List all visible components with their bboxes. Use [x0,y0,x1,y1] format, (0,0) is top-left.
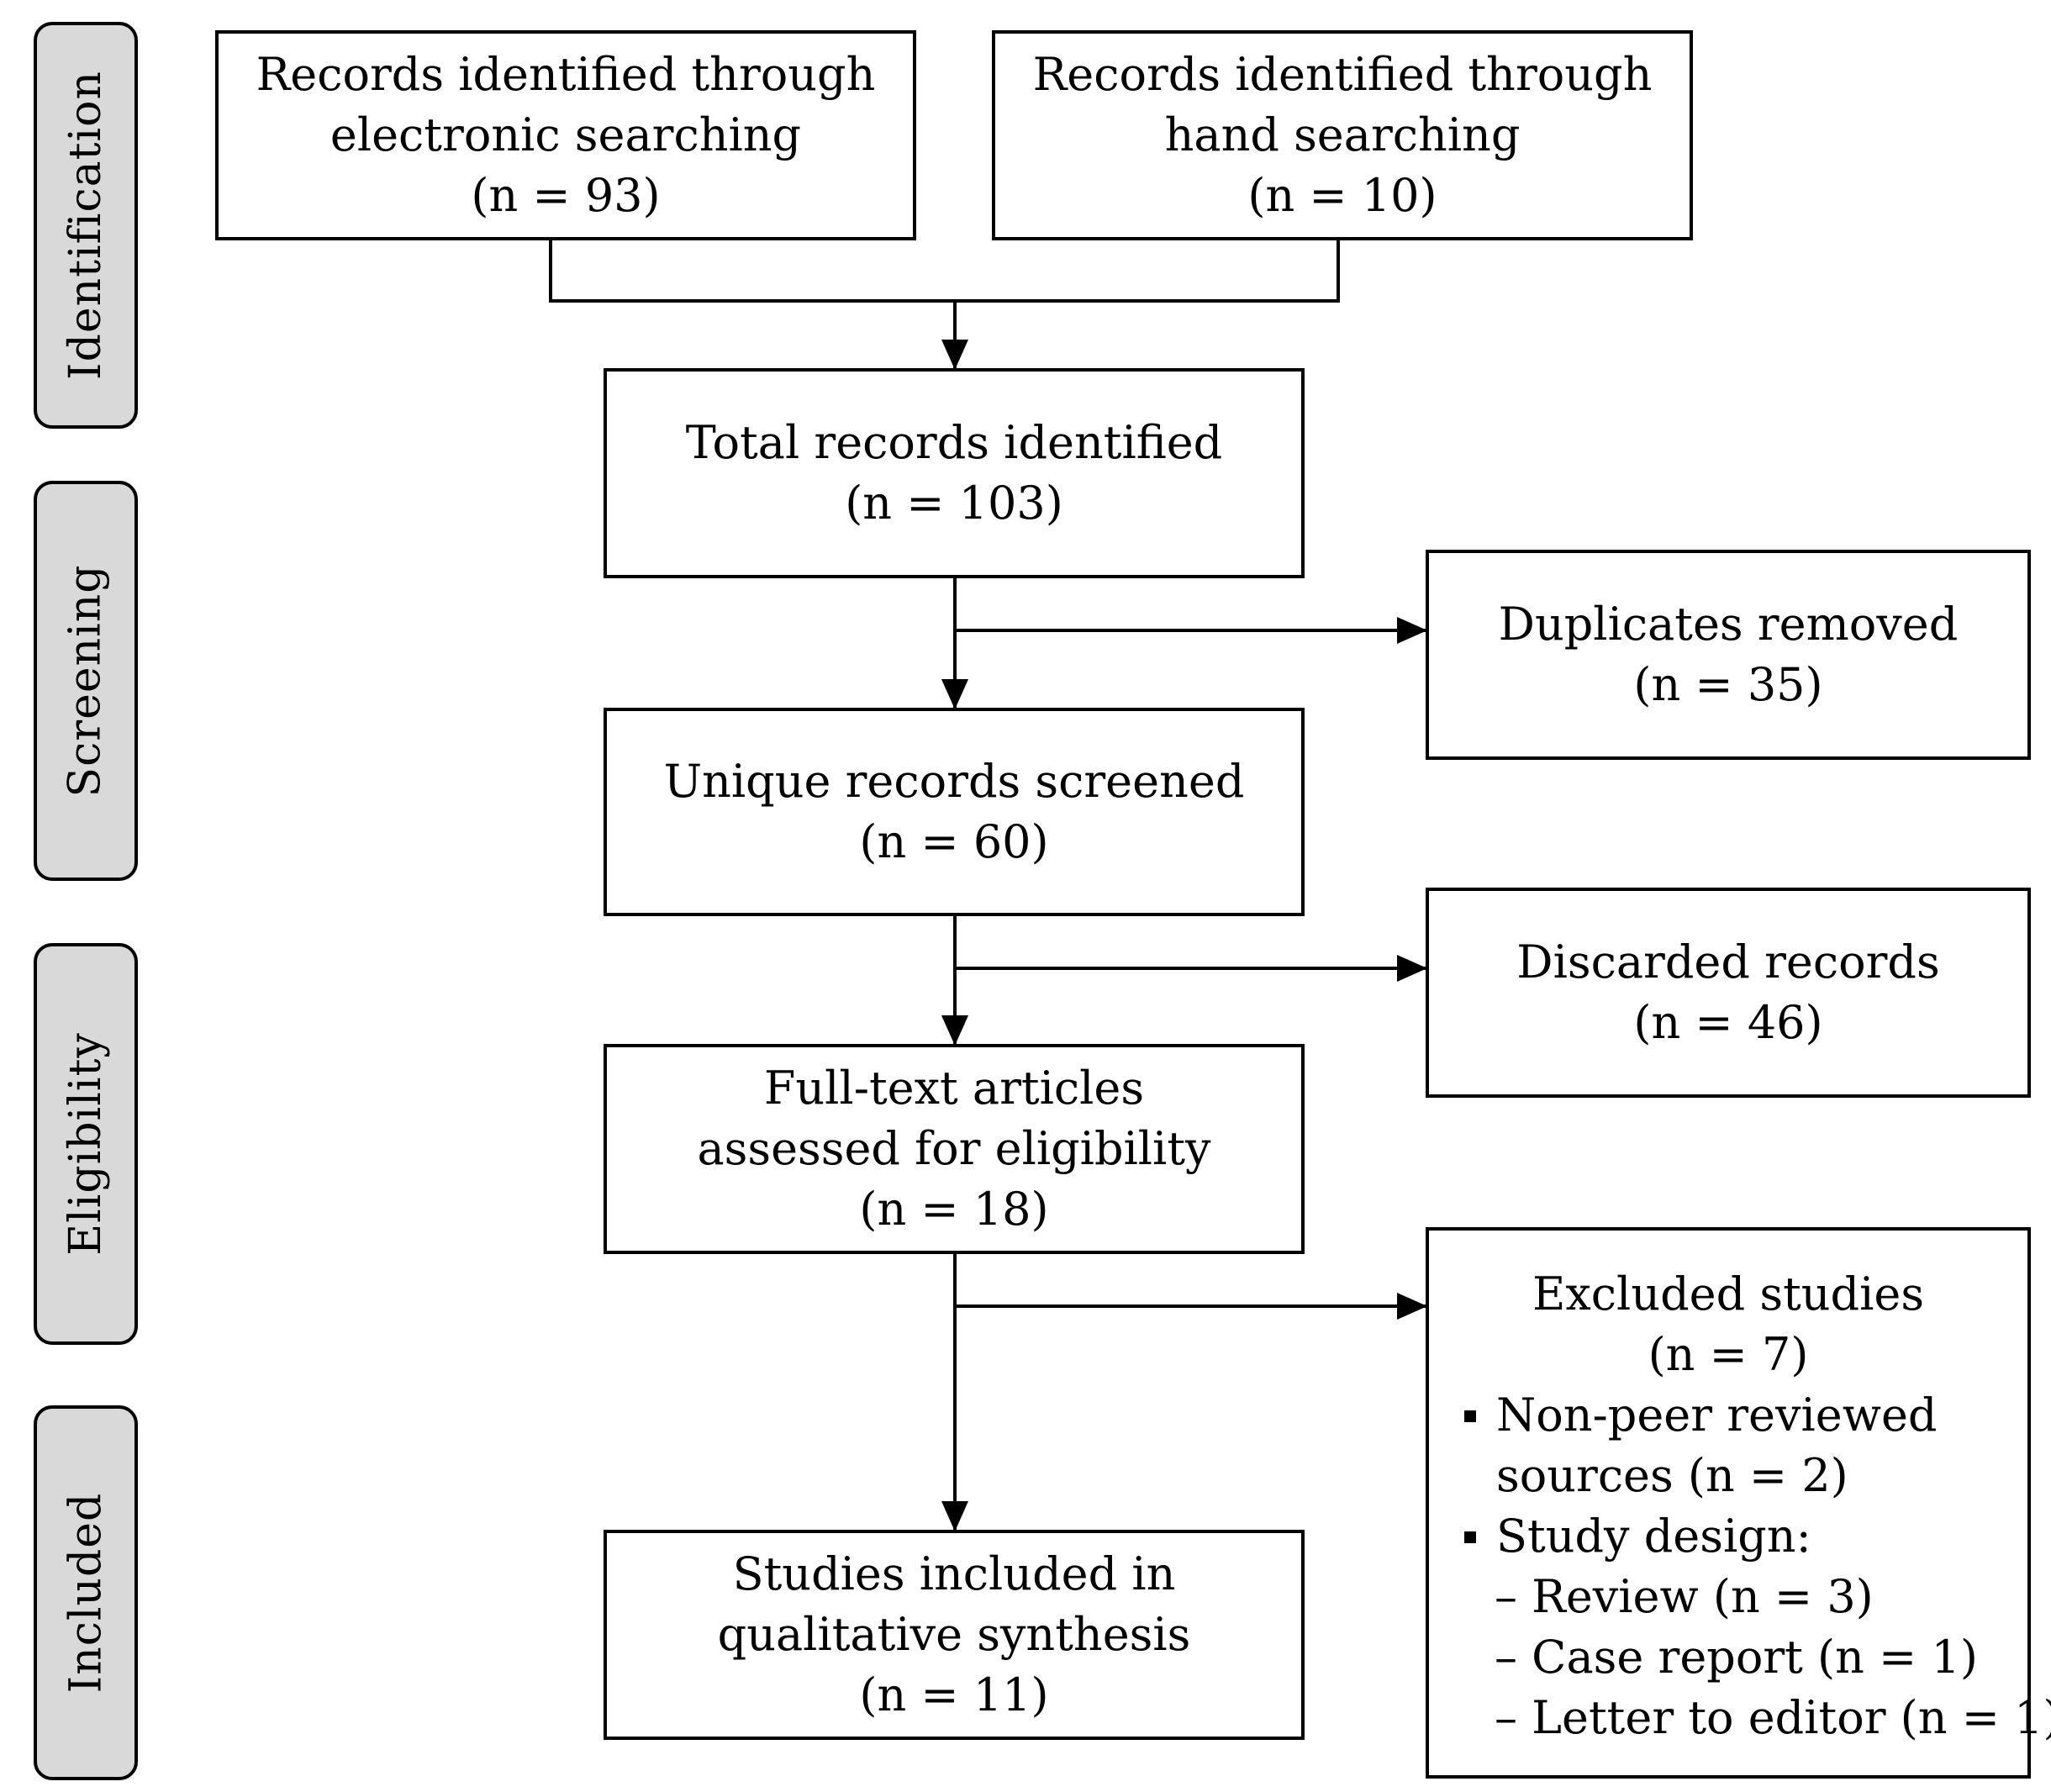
box-line: Records identified through [256,48,876,101]
box-count: (n = 10) [1247,169,1437,222]
excluded-title: Excluded studies [1532,1268,1925,1320]
box-line: assessed for eligibility [697,1122,1211,1175]
box-line: qualitative synthesis [717,1608,1191,1661]
arrowhead-fulltext [941,1015,968,1046]
box-line: Duplicates removed [1498,598,1959,651]
box-duplicates-removed: Duplicates removed (n = 35) [1426,550,2031,760]
box-discarded-records: Discarded records (n = 46) [1426,888,2031,1098]
excluded-subreason: – Review (n = 3) [1495,1570,1874,1623]
arrowhead-included [941,1501,968,1531]
box-line: electronic searching [330,108,802,161]
box-line: Total records identified [685,416,1223,469]
box-count: (n = 35) [1633,658,1823,711]
excluded-reason-continuation: sources (n = 2) [1496,1449,1848,1502]
merge-connector [549,239,1340,303]
box-line: Records identified through [1032,48,1653,101]
phase-included: Included [34,1405,138,1780]
arrowhead-duplicates [1397,617,1427,644]
arrowhead-unique [941,679,968,709]
box-line: Unique records screened [663,755,1245,808]
excluded-reason-item: Study design: [1429,1506,2027,1567]
phase-screening: Screening [34,481,138,881]
phase-eligibility-label: Eligibility [61,1032,111,1256]
excluded-count: (n = 7) [1648,1328,1809,1381]
box-hand-searching: Records identified through hand searchin… [992,30,1693,240]
phase-screening-label: Screening [61,564,111,798]
box-line: hand searching [1164,108,1521,161]
box-count: (n = 60) [859,815,1049,868]
box-count: (n = 103) [845,477,1063,530]
box-total-records: Total records identified (n = 103) [604,368,1305,578]
box-line: Studies included in [732,1547,1176,1600]
arrowhead-total [941,340,968,370]
box-count: (n = 18) [859,1183,1049,1236]
box-line: Full-text articles [763,1062,1145,1115]
arrowhead-excluded [1397,1293,1427,1320]
phase-eligibility: Eligibility [34,943,138,1345]
phase-included-label: Included [61,1492,111,1694]
box-count: (n = 11) [859,1668,1049,1721]
phase-identification: Identification [34,22,138,429]
phase-identification-label: Identification [61,71,112,380]
arrowhead-discarded [1397,955,1427,982]
box-electronic-searching: Records identified through electronic se… [215,30,916,240]
excluded-reason-item: Non-peer reviewed [1429,1385,2027,1446]
box-fulltext-articles: Full-text articles assessed for eligibil… [604,1044,1305,1254]
excluded-reasons-list: Non-peer reviewed sources (n = 2) Study … [1429,1385,2051,1748]
box-line: Discarded records [1516,936,1940,988]
box-excluded-studies: Excluded studies (n = 7) Non-peer review… [1426,1227,2051,1779]
box-studies-included: Studies included in qualitative synthesi… [604,1530,1305,1740]
excluded-subreason: – Case report (n = 1) [1495,1631,1978,1684]
box-unique-records: Unique records screened (n = 60) [604,708,1305,916]
excluded-subreason: – Letter to editor (n = 1) [1495,1691,2051,1744]
box-count: (n = 46) [1633,996,1823,1049]
box-count: (n = 93) [471,169,661,222]
